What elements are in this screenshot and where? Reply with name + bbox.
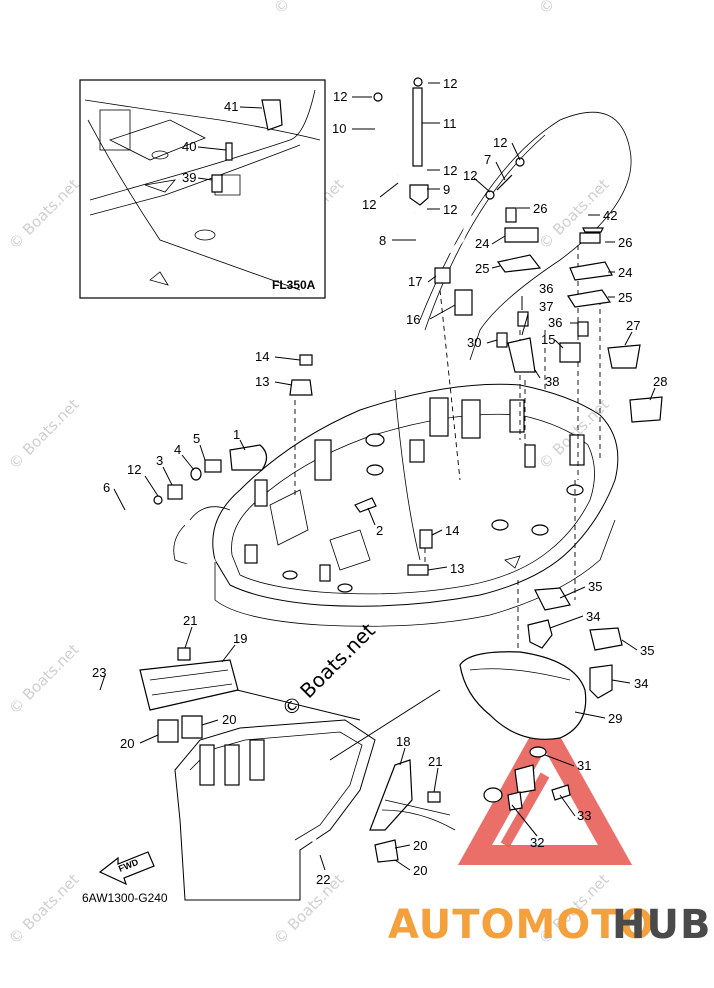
- exhaust-housing: [459, 587, 623, 811]
- callout-leaders: [99, 82, 656, 871]
- callout-20: 20: [120, 736, 134, 751]
- bracket-parts: [434, 207, 663, 423]
- callout-10: 10: [332, 121, 346, 136]
- callout-38: 38: [545, 374, 559, 389]
- callout-12: 12: [463, 168, 477, 183]
- inset-box: 41 40 39 FL350A: [79, 79, 326, 299]
- callout-18: 18: [396, 734, 410, 749]
- callout-24: 24: [475, 236, 489, 251]
- callout-5: 5: [193, 431, 200, 446]
- brand-part1: AUTOMOTO: [388, 902, 655, 948]
- callout-37: 37: [539, 299, 553, 314]
- callout-20: 20: [413, 838, 427, 853]
- callout-20: 20: [413, 863, 427, 878]
- callout-2: 2: [376, 523, 383, 538]
- callout-12: 12: [127, 462, 141, 477]
- callout-13: 13: [450, 561, 464, 576]
- callout-26: 26: [618, 235, 632, 250]
- callout-35: 35: [588, 579, 602, 594]
- callout-4: 4: [174, 442, 181, 457]
- callout-7: 7: [484, 152, 491, 167]
- callout-32: 32: [530, 835, 544, 850]
- callout-labels: 12 12 10 11 12 9 12 12 8 12 7 12 26 24 2…: [92, 76, 667, 887]
- callout-14: 14: [255, 349, 269, 364]
- brand-part2: HUB: [612, 902, 711, 948]
- bottom-cowling: [173, 383, 619, 627]
- callout-9: 9: [443, 182, 450, 197]
- callout-31: 31: [577, 758, 591, 773]
- hose-assembly: [373, 77, 548, 257]
- callout-23: 23: [92, 665, 106, 680]
- callout-20: 20: [222, 712, 236, 727]
- callout-13: 13: [255, 374, 269, 389]
- callout-8: 8: [379, 233, 386, 248]
- callout-22: 22: [316, 872, 330, 887]
- watermark: © Boats.net: [535, 0, 613, 18]
- callout-39: 39: [182, 170, 196, 185]
- watermark: © Boats.net: [270, 0, 348, 18]
- callout-30: 30: [467, 335, 481, 350]
- callout-16: 16: [406, 312, 420, 327]
- callout-25: 25: [475, 261, 489, 276]
- callout-36: 36: [548, 315, 562, 330]
- callout-21: 21: [428, 754, 442, 769]
- callout-12: 12: [443, 163, 457, 178]
- hose-outline: [419, 111, 632, 361]
- callout-15: 15: [541, 332, 555, 347]
- callout-6: 6: [103, 480, 110, 495]
- callout-24: 24: [618, 265, 632, 280]
- lower-assembly: [91, 647, 456, 901]
- callout-12: 12: [333, 89, 347, 104]
- callout-3: 3: [156, 453, 163, 468]
- callout-40: 40: [182, 139, 196, 154]
- callout-12: 12: [443, 202, 457, 217]
- callout-29: 29: [608, 711, 622, 726]
- callout-35: 35: [640, 643, 654, 658]
- watermark-center: © Boats.net: [277, 618, 380, 721]
- callout-25: 25: [618, 290, 632, 305]
- callout-34: 34: [634, 676, 648, 691]
- callout-41: 41: [224, 99, 238, 114]
- callout-14: 14: [445, 523, 459, 538]
- brand-logo: AUTOMOTO HUB: [388, 709, 711, 948]
- mount-parts: [112, 354, 433, 576]
- callout-19: 19: [233, 631, 247, 646]
- watermark: © Boats.net: [5, 175, 83, 253]
- callout-28: 28: [653, 374, 667, 389]
- callout-33: 33: [577, 808, 591, 823]
- callout-34: 34: [586, 609, 600, 624]
- watermark: © Boats.net: [5, 870, 83, 948]
- callout-11: 11: [443, 116, 457, 131]
- callout-26: 26: [533, 201, 547, 216]
- callout-12: 12: [443, 76, 457, 91]
- callout-42: 42: [603, 208, 617, 223]
- callout-36: 36: [539, 281, 553, 296]
- callout-1: 1: [233, 427, 240, 442]
- inset-label: FL350A: [272, 278, 316, 292]
- watermark: © Boats.net: [270, 870, 348, 948]
- watermark: © Boats.net: [5, 640, 83, 718]
- watermark: © Boats.net: [5, 395, 83, 473]
- diagram-code: 6AW1300-G240: [82, 891, 168, 905]
- callout-12: 12: [493, 135, 507, 150]
- callout-21: 21: [183, 613, 197, 628]
- callout-12: 12: [362, 197, 376, 212]
- fwd-arrow: FWD: [98, 851, 155, 886]
- callout-27: 27: [626, 318, 640, 333]
- callout-17: 17: [408, 274, 422, 289]
